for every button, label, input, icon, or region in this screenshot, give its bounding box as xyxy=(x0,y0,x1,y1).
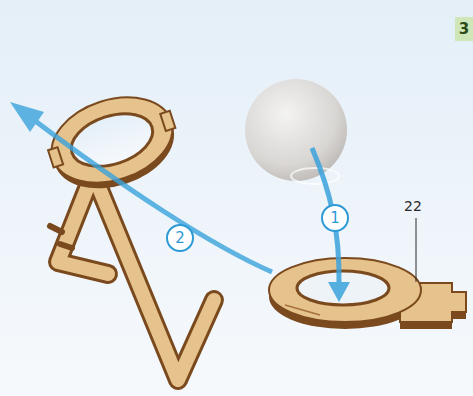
ring-part xyxy=(269,258,466,329)
callout-number: 1 xyxy=(321,204,349,232)
step-number: 3 xyxy=(455,17,473,41)
leader-line xyxy=(416,218,417,282)
step-number-text: 3 xyxy=(459,22,469,37)
callout-number-text: 2 xyxy=(175,231,185,246)
callout-number-text: 1 xyxy=(330,211,340,226)
key-piece xyxy=(39,82,214,380)
ball xyxy=(245,79,347,181)
motion-arrow xyxy=(10,102,272,272)
motion-arrow xyxy=(312,148,350,302)
callout-number: 2 xyxy=(166,224,194,252)
part-number: 22 xyxy=(404,198,422,214)
